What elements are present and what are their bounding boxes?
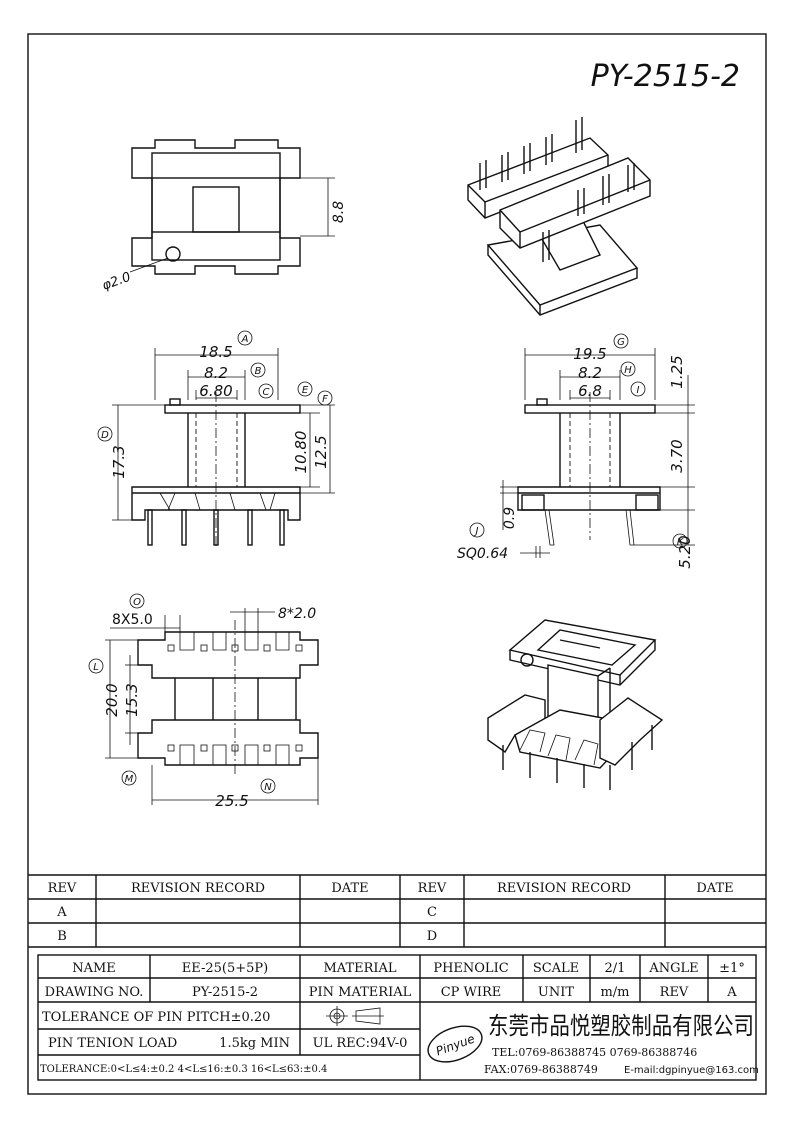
dim-hole-diameter: φ2.0 [100, 270, 133, 294]
dim-20-0: 20.0 [103, 683, 121, 716]
bottom-view: 8X5.0 8*2.0 20.0 15.3 25.5 [103, 606, 319, 810]
dim-6-80: 6.80 [199, 382, 232, 400]
angle-value: ±1° [719, 961, 745, 976]
dim-8-2-side: 8.2 [578, 364, 602, 382]
company-fax: FAX:0769-86388749 [484, 1063, 598, 1076]
revision-record-header-2: REVISION RECORD [497, 881, 631, 896]
projection-symbol [326, 1006, 384, 1026]
scale-label: SCALE [533, 961, 579, 976]
dim-1-25: 1.25 [668, 355, 686, 388]
dim-19-5: 19.5 [573, 345, 606, 363]
pin-material-value: CP WIRE [441, 985, 502, 1000]
top-view: 8.8 φ2.0 [100, 139, 347, 294]
revision-table: REV REVISION RECORD DATE REV REVISION RE… [28, 874, 766, 948]
drawing-no-label: DRAWING NO. [45, 985, 144, 1000]
dim-sq0-64: SQ0.64 [457, 546, 508, 562]
dim-8-8: 8.8 [331, 201, 347, 223]
front-view: 18.5 8.2 6.80 17.3 10.80 12.5 [110, 343, 335, 548]
dim-15-3: 15.3 [123, 683, 141, 716]
label-j: J [474, 526, 479, 537]
rev-header-1: REV [48, 881, 77, 896]
rev-c: C [427, 905, 437, 920]
rev-a: A [56, 905, 67, 920]
unit-value: m/m [600, 985, 629, 1000]
rev-d: D [427, 929, 437, 944]
reference-labels: A B C D E F G H I J K O L M N [88, 330, 688, 794]
tolerance-pin-pitch: TOLERANCE OF PIN PITCH±0.20 [42, 1010, 270, 1025]
material-label: MATERIAL [323, 961, 396, 976]
drawing-no-value: PY-2515-2 [192, 985, 258, 1000]
name-value: EE-25(5+5P) [182, 961, 268, 976]
title-block: NAME EE-25(5+5P) MATERIAL PHENOLIC SCALE… [37, 954, 759, 1081]
label-g: G [617, 337, 625, 348]
dim-12-5: 12.5 [312, 435, 330, 468]
angle-label: ANGLE [648, 961, 698, 976]
tolerance-ranges: TOLERANCE:0<L≤4:±0.2 4<L≤16:±0.3 16<L≤63… [40, 1064, 327, 1075]
dim-5-20: 5.20 [676, 535, 694, 568]
unit-label: UNIT [538, 985, 574, 1000]
label-e: E [302, 385, 309, 396]
pin-material-label: PIN MATERIAL [309, 985, 412, 1000]
rev-b: B [57, 929, 67, 944]
dim-6-8: 6.8 [578, 382, 602, 400]
isometric-view-top [467, 117, 651, 316]
dim-18-5: 18.5 [199, 343, 232, 361]
material-value: PHENOLIC [433, 961, 508, 976]
date-header-1: DATE [331, 881, 368, 896]
dim-8-2: 8.2 [204, 364, 228, 382]
dim-8x2-0: 8*2.0 [278, 606, 316, 622]
date-header-2: DATE [696, 881, 733, 896]
company-logo: Pinyue [427, 1025, 483, 1063]
label-h: H [624, 365, 632, 376]
side-view: 19.5 8.2 6.8 1.25 3.70 5.20 0.9 SQ0.64 [457, 345, 695, 569]
company-tel: TEL:0769-86388745 0769-86388746 [492, 1046, 697, 1059]
isometric-view-bottom [487, 619, 664, 790]
company-name: 东莞市品悦塑胶制品有限公司 [488, 1012, 754, 1040]
ul-rating: UL REC:94V-0 [313, 1036, 408, 1051]
dim-3-70: 3.70 [668, 439, 686, 472]
company-email: E-mail:dgpinyue@163.com [624, 1065, 759, 1076]
sheet-border [27, 33, 767, 1095]
dim-10-80: 10.80 [292, 431, 310, 474]
rev-header-2: REV [418, 881, 447, 896]
dim-25-5: 25.5 [215, 792, 248, 810]
label-c: C [263, 387, 270, 398]
rev-label: REV [660, 985, 689, 1000]
name-label: NAME [72, 961, 116, 976]
label-b: B [255, 366, 262, 377]
label-f: F [322, 394, 328, 405]
label-a: A [241, 334, 249, 345]
dim-8x5-0: 8X5.0 [112, 612, 153, 628]
scale-value: 2/1 [605, 961, 626, 976]
drawing-title: PY-2515-2 [591, 59, 740, 94]
pin1-marker-hole [165, 246, 181, 262]
dim-17-3: 17.3 [110, 445, 128, 478]
label-n: N [264, 782, 272, 793]
label-m: M [125, 774, 134, 785]
label-k: K [677, 537, 685, 548]
label-i: I [637, 385, 640, 396]
dim-0-9: 0.9 [502, 507, 518, 529]
label-l: L [93, 662, 99, 673]
pin-tension-value: 1.5kg MIN [219, 1036, 290, 1051]
revision-record-header-1: REVISION RECORD [131, 881, 265, 896]
pin-tension-label: PIN TENION LOAD [48, 1036, 177, 1051]
rev-value: A [726, 985, 737, 1000]
label-o: O [133, 597, 141, 608]
label-d: D [101, 430, 109, 441]
